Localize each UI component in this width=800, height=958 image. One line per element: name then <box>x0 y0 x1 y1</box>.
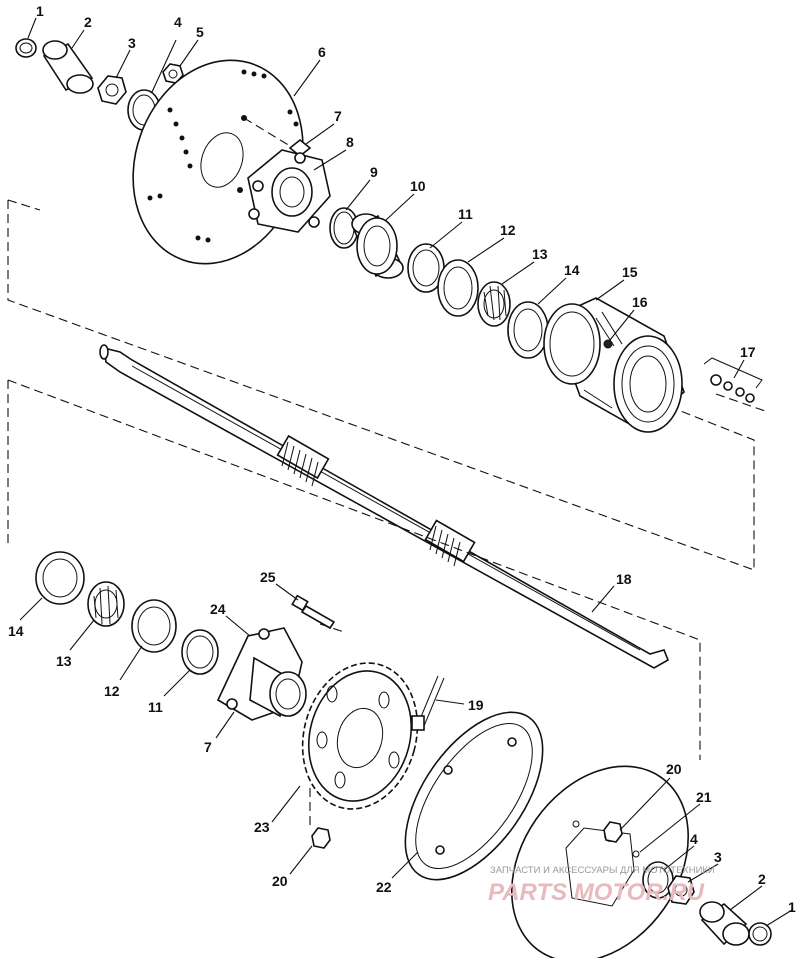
part-seal-top <box>351 213 404 279</box>
part-brake-disc-bottom <box>511 765 689 958</box>
part-sprocket-hub <box>216 627 307 721</box>
callout-2-top: 2 <box>84 14 92 30</box>
callout-21: 21 <box>696 789 712 805</box>
callout-3-top: 3 <box>128 35 136 51</box>
part-nut-small-top <box>162 63 184 84</box>
part-snap-ring-bottom <box>748 922 772 946</box>
callout-1-top: 1 <box>36 3 44 19</box>
callout-22: 22 <box>376 879 392 895</box>
callout-19: 19 <box>468 697 484 713</box>
part-snap-ring-top <box>15 38 37 58</box>
part-sprocket <box>301 662 419 810</box>
leader-lines <box>19 17 793 927</box>
callout-25: 25 <box>260 569 276 585</box>
part-race-14-bottom <box>35 551 85 605</box>
part-race-12-top <box>437 259 479 317</box>
part-nut-bottom <box>667 875 695 905</box>
part-hub-top <box>247 149 331 233</box>
part-nut-top <box>97 75 127 105</box>
part-grease-fitting <box>603 339 613 349</box>
callout-7-bottom: 7 <box>204 739 212 755</box>
part-axle-shaft <box>99 344 670 669</box>
callout-16: 16 <box>632 294 648 310</box>
watermark-tagline: ЗАПЧАСТИ И АКСЕССУАРЫ ДЛЯ МОТОТЕХНИКИ <box>490 865 715 876</box>
callout-10: 10 <box>410 178 426 194</box>
callout-2-bottom: 2 <box>758 871 766 887</box>
callout-8: 8 <box>346 134 354 150</box>
part-bolt-19 <box>411 675 445 731</box>
watermark-logo: PARTS MOTOR.RU <box>488 879 705 906</box>
part-pins-17 <box>703 357 769 413</box>
part-bearing-13-bottom <box>87 581 125 627</box>
callout-9: 9 <box>370 164 378 180</box>
callout-3-bottom: 3 <box>714 849 722 865</box>
part-washer-bottom <box>642 861 674 899</box>
part-race-12-bottom <box>131 599 177 653</box>
part-axle-housing <box>543 297 685 433</box>
part-bushing-bottom <box>699 901 750 946</box>
part-bushing-top <box>42 40 94 94</box>
part-ring-11-bottom <box>181 629 219 675</box>
callout-6: 6 <box>318 44 326 60</box>
watermark: ЗАПЧАСТИ И АКСЕССУАРЫ ДЛЯ МОТОТЕХНИКИ PA… <box>488 865 715 906</box>
callout-12-bottom: 12 <box>104 683 120 699</box>
callout-13-bottom: 13 <box>56 653 72 669</box>
callout-14-top: 14 <box>564 262 580 278</box>
callout-15: 15 <box>622 264 638 280</box>
part-bearing-13-top <box>477 281 511 327</box>
callout-20-right: 20 <box>666 761 682 777</box>
callout-12-top: 12 <box>500 222 516 238</box>
callout-labels: 1 2 3 4 5 6 7 8 9 10 11 12 13 14 15 16 1… <box>8 3 796 915</box>
callout-14-bottom: 14 <box>8 623 24 639</box>
assembly-guide-lines <box>7 199 755 830</box>
callout-5-top: 5 <box>196 24 204 40</box>
part-bolt-25 <box>291 594 336 630</box>
part-nut-20-left <box>311 827 331 849</box>
callout-11-bottom: 11 <box>148 699 163 715</box>
callout-17: 17 <box>740 344 756 360</box>
callout-23: 23 <box>254 819 270 835</box>
callout-7-top: 7 <box>334 108 342 124</box>
callout-11-top: 11 <box>458 206 473 222</box>
callout-1-bottom: 1 <box>788 899 796 915</box>
part-brake-shoe <box>404 711 544 881</box>
callout-20-left: 20 <box>272 873 288 889</box>
callout-13-top: 13 <box>532 246 548 262</box>
part-race-14-top <box>507 301 549 359</box>
callout-18: 18 <box>616 571 632 587</box>
callout-4-top: 4 <box>174 14 182 30</box>
part-nut-20-right <box>603 821 623 843</box>
callout-24: 24 <box>210 601 226 617</box>
callout-4-bottom: 4 <box>690 831 698 847</box>
